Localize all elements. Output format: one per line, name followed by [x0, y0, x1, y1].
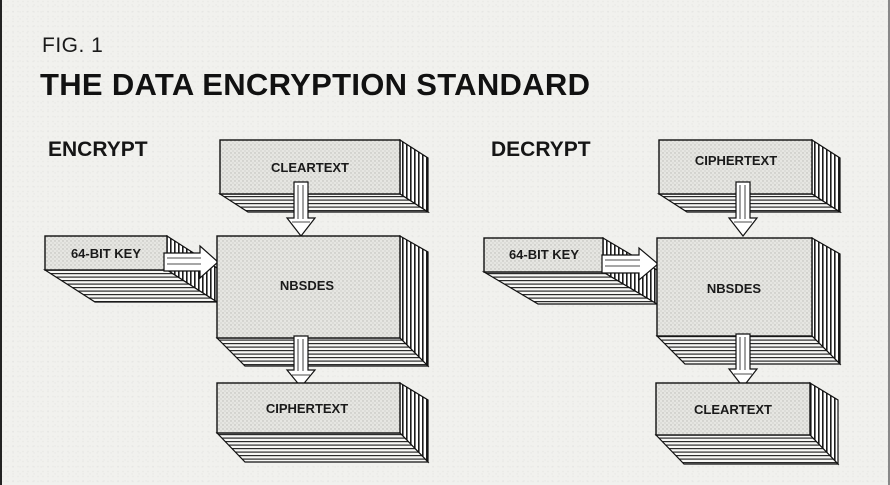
- encrypt-input-label: CLEARTEXT: [271, 160, 349, 175]
- encrypt-output-arrow: [285, 335, 317, 388]
- decrypt-input-label: CIPHERTEXT: [695, 153, 777, 168]
- encrypt-key-label: 64-BIT KEY: [71, 246, 141, 261]
- decrypt-heading: DECRYPT: [491, 138, 591, 161]
- figure-label: FIG. 1: [42, 34, 104, 57]
- figure-title: THE DATA ENCRYPTION STANDARD: [40, 67, 591, 102]
- encrypt-heading: ENCRYPT: [48, 138, 148, 161]
- encrypt-key-box: 64-BIT KEY: [42, 234, 220, 304]
- decrypt-output-box: CLEARTEXT: [654, 381, 840, 466]
- encrypt-processor-label: NBSDES: [280, 278, 335, 293]
- decrypt-input-arrow: [727, 181, 759, 237]
- encrypt-input-box: CLEARTEXT: [217, 138, 431, 214]
- encrypt-output-label: CIPHERTEXT: [266, 401, 348, 416]
- encrypt-diagram: CLEARTEXT 64-BIT KEY: [42, 138, 431, 464]
- encrypt-input-arrow: [285, 181, 317, 237]
- encrypt-nbsdes-box: NBSDES: [215, 234, 430, 368]
- decrypt-processor-label: NBSDES: [707, 281, 762, 296]
- decrypt-diagram: CIPHERTEXT 64-BIT KEY: [481, 138, 843, 466]
- decrypt-key-label: 64-BIT KEY: [509, 247, 579, 262]
- decrypt-output-label: CLEARTEXT: [694, 402, 772, 417]
- decrypt-output-arrow: [727, 333, 759, 388]
- encrypt-output-box: CIPHERTEXT: [215, 381, 430, 464]
- encrypt-key-arrow: [163, 244, 219, 280]
- decrypt-key-arrow: [601, 246, 659, 282]
